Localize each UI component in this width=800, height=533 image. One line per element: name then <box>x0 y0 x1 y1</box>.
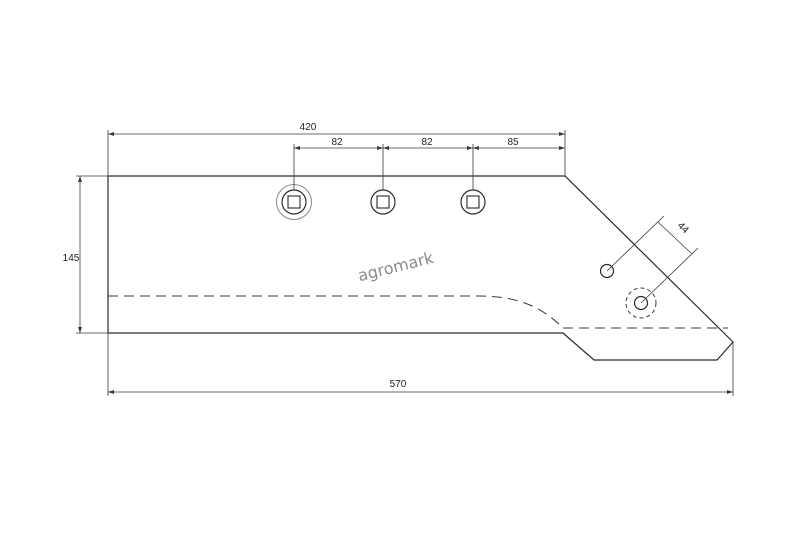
blade-outline <box>107 175 734 361</box>
watermark-text: agromark <box>356 248 436 285</box>
dimension-420 <box>107 130 566 176</box>
dimension-570 <box>107 333 734 396</box>
dimension-label-145: 145 <box>63 253 80 264</box>
dimension-label-85: 85 <box>507 137 519 148</box>
dimension-label-44: 44 <box>675 220 691 236</box>
dimension-label-420: 420 <box>300 122 317 133</box>
dimension-label-82-first: 82 <box>331 137 343 148</box>
dimension-label-570: 570 <box>390 379 407 390</box>
bolt-hole-3 <box>460 189 486 215</box>
bolt-hole-2 <box>370 189 396 215</box>
dimension-145 <box>76 175 108 334</box>
round-hole-lower <box>625 287 657 319</box>
hidden-edge-lower <box>108 295 564 329</box>
round-hole-upper <box>599 263 615 279</box>
dimension-hole-spacing <box>293 144 565 190</box>
dimension-44 <box>606 215 699 304</box>
dimension-label-82-second: 82 <box>421 137 433 148</box>
